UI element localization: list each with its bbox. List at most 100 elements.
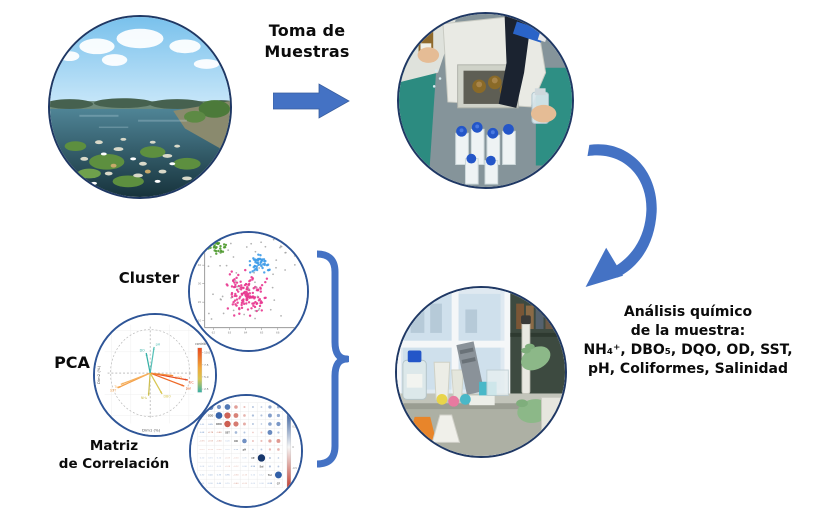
svg-text:SST: SST — [225, 431, 230, 434]
svg-text:0.5: 0.5 — [292, 425, 296, 428]
svg-text:Dim1 (%): Dim1 (%) — [142, 428, 161, 433]
svg-text:-0.10: -0.10 — [233, 458, 239, 460]
svg-text:-0.12: -0.12 — [199, 449, 205, 451]
svg-text:DBO: DBO — [164, 394, 172, 398]
svg-text:OD: OD — [234, 440, 238, 443]
svg-text:40: 40 — [198, 263, 202, 267]
svg-text:0.45: 0.45 — [217, 483, 222, 485]
svg-text:0.08: 0.08 — [200, 466, 205, 468]
svg-text:-0.40: -0.40 — [233, 483, 239, 485]
analysis-line4: pH, Coliformes, Salinidad — [587, 361, 789, 377]
polluted-lagoon-photo — [48, 15, 232, 199]
svg-text:DO: DO — [140, 349, 146, 353]
svg-text:COD: COD — [208, 414, 214, 417]
svg-text:0.10: 0.10 — [217, 458, 222, 460]
svg-text:0.50: 0.50 — [234, 449, 239, 451]
svg-text:EC: EC — [189, 380, 194, 384]
analysis-line3: NH₄⁺, DBO₅, DQO, OD, SST, — [583, 342, 793, 358]
svg-text:1: 1 — [292, 405, 294, 408]
svg-text:0.45: 0.45 — [200, 424, 205, 426]
analysis-text: Análisis químico de la muestra: NH₄⁺, DB… — [557, 303, 817, 379]
svg-text:0.10: 0.10 — [200, 458, 205, 460]
svg-text:contrib: contrib — [195, 342, 206, 346]
step-label-line2: Muestras — [264, 42, 350, 61]
sample-collection-illustration — [399, 14, 572, 187]
svg-text:NH₄: NH₄ — [141, 396, 148, 400]
brace-icon — [316, 250, 349, 468]
svg-text:Sal: Sal — [186, 387, 191, 391]
corr-label-line2: de Correlación — [58, 456, 170, 472]
svg-text:-0.5: -0.5 — [292, 467, 297, 470]
svg-text:CE: CE — [251, 457, 255, 460]
polluted-lagoon-illustration — [50, 17, 230, 197]
corr-label-line1: Matriz — [89, 438, 139, 454]
svg-text:67: 67 — [292, 330, 296, 334]
svg-text:0.40: 0.40 — [208, 475, 213, 477]
svg-text:0.95: 0.95 — [251, 466, 256, 468]
svg-text:65: 65 — [260, 330, 264, 334]
svg-text:pH: pH — [156, 342, 161, 346]
pca-label: PCA — [54, 353, 90, 372]
sample-collection-photo — [397, 12, 574, 189]
svg-text:-0.08: -0.08 — [225, 466, 231, 468]
laboratory-illustration — [397, 288, 565, 456]
svg-text:0.15: 0.15 — [208, 458, 213, 460]
svg-text:0.88: 0.88 — [268, 483, 273, 485]
analysis-line1: Análisis químico — [623, 304, 753, 320]
svg-text:63: 63 — [228, 330, 232, 334]
svg-text:COD: COD — [175, 376, 183, 380]
sample-bottles — [455, 122, 516, 185]
svg-text:64: 64 — [244, 330, 248, 334]
hand-left — [417, 47, 440, 63]
svg-text:-0.25: -0.25 — [216, 449, 222, 451]
svg-text:Dim2 (%): Dim2 (%) — [96, 365, 101, 384]
svg-text:-0.30: -0.30 — [233, 475, 239, 477]
svg-text:0.15: 0.15 — [225, 483, 230, 485]
svg-text:0.35: 0.35 — [217, 475, 222, 477]
floating-debris — [80, 137, 192, 181]
svg-text:0.68: 0.68 — [200, 432, 205, 434]
svg-text:SST: SST — [110, 388, 117, 392]
svg-text:-0.20: -0.20 — [242, 483, 248, 485]
svg-text:0.10: 0.10 — [225, 449, 230, 451]
svg-text:0.25: 0.25 — [200, 483, 205, 485]
svg-text:-0.80: -0.80 — [216, 432, 222, 434]
analysis-line2: de la muestra: — [630, 323, 746, 339]
svg-text:DBO: DBO — [216, 423, 222, 426]
svg-text:0.05: 0.05 — [242, 458, 247, 460]
hand-right — [530, 104, 557, 123]
svg-text:5.0: 5.0 — [204, 375, 209, 379]
svg-text:0.85: 0.85 — [208, 424, 213, 426]
svg-text:0.30: 0.30 — [208, 483, 213, 485]
step-label: Toma de Muestras — [243, 20, 371, 62]
svg-text:-0.55: -0.55 — [208, 441, 214, 443]
svg-text:2.5: 2.5 — [204, 387, 209, 391]
step-label-line1: Toma de — [268, 21, 346, 40]
green-gloves — [516, 343, 551, 423]
svg-text:-0.78: -0.78 — [208, 432, 214, 434]
svg-text:-0.20: -0.20 — [208, 449, 214, 451]
svg-text:0.08: 0.08 — [242, 466, 247, 468]
svg-text:-0.12: -0.12 — [233, 466, 239, 468]
svg-text:-0.35: -0.35 — [199, 441, 205, 443]
svg-text:0.72: 0.72 — [200, 415, 205, 417]
svg-text:-0.15: -0.15 — [242, 475, 248, 477]
svg-text:-1: -1 — [292, 488, 295, 491]
right-arrow-icon — [273, 83, 350, 119]
tape-rolls — [436, 393, 471, 407]
orange-flask — [408, 416, 437, 441]
svg-text:pH: pH — [243, 448, 247, 451]
cluster-label: Cluster — [118, 269, 180, 287]
svg-text:-0.05: -0.05 — [225, 458, 231, 460]
dark-sleeve-arm — [498, 14, 532, 108]
svg-text:0.20: 0.20 — [225, 441, 230, 443]
svg-text:Tur: Tur — [113, 385, 120, 389]
svg-text:0.10: 0.10 — [251, 475, 256, 477]
svg-text:0: 0 — [292, 446, 294, 449]
clouds — [59, 28, 220, 69]
svg-text:0.05: 0.05 — [251, 483, 256, 485]
svg-text:-0.60: -0.60 — [216, 441, 222, 443]
laboratory-photo — [395, 286, 567, 458]
